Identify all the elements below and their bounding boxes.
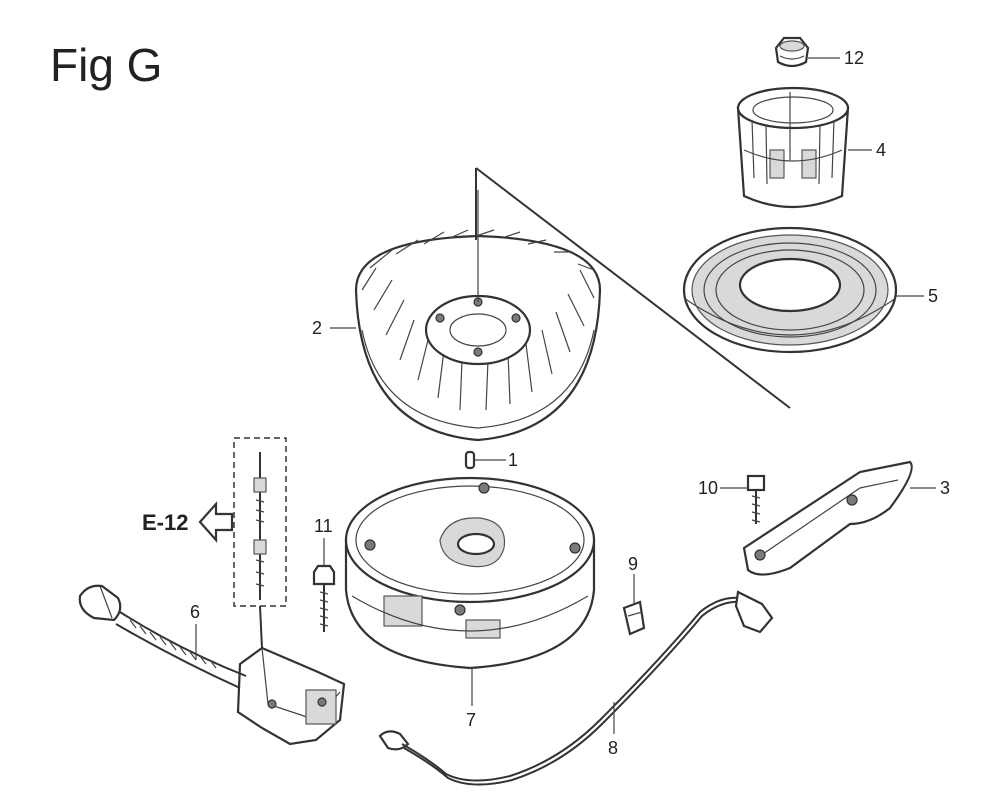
callout-11[interactable]: 11 [314,516,333,536]
reference-arrow[interactable] [198,501,234,543]
reference-dashed-box [233,437,287,649]
part-6-ignition-coil[interactable] [78,584,346,746]
part-11-screw[interactable] [312,564,336,632]
callout-7[interactable]: 7 [466,710,476,730]
callout-6[interactable]: 6 [190,602,200,622]
callout-12[interactable]: 12 [844,48,864,68]
group-bracket [475,167,791,409]
part-10-bolt[interactable] [746,474,766,524]
callout-2[interactable]: 2 [312,318,322,338]
reference-label: E-12 [142,510,188,535]
figure-title: Fig G [50,39,163,91]
part-2-cooling-fan[interactable] [354,190,602,442]
part-4-starter-cup[interactable] [736,86,850,209]
callout-4[interactable]: 4 [876,140,886,160]
callout-5[interactable]: 5 [928,286,938,306]
callout-10[interactable]: 10 [698,478,718,498]
part-12-nut[interactable] [774,36,810,68]
leader-lines [195,57,936,734]
part-5-spring-ring[interactable] [682,226,898,354]
callout-9[interactable]: 9 [628,554,638,574]
part-9-clip[interactable] [622,600,646,636]
part-7-flywheel[interactable] [344,476,596,670]
part-1-key[interactable] [464,450,476,470]
part-3-bracket[interactable] [742,460,913,576]
part-8-stop-wire[interactable] [378,590,774,786]
callout-8[interactable]: 8 [608,738,618,758]
callout-1[interactable]: 1 [508,450,518,470]
callout-3[interactable]: 3 [940,478,950,498]
